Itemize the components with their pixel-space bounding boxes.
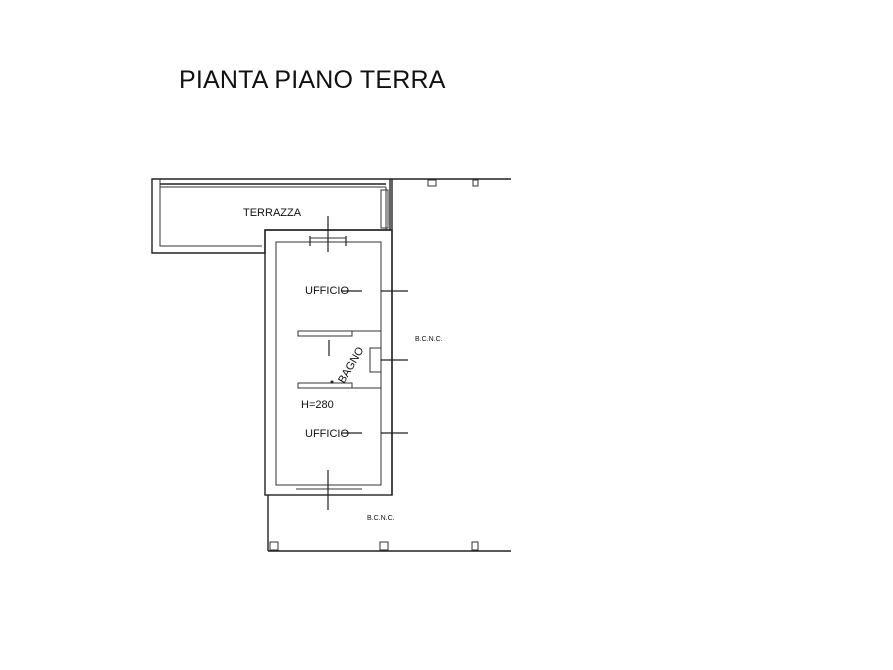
plan-title: PIANTA PIANO TERRA xyxy=(179,66,446,94)
bottom-door xyxy=(296,470,362,510)
office-bottom-label: UFFICIO xyxy=(305,428,349,440)
building-walls xyxy=(264,179,393,496)
bcnc-bottom-label: B.C.N.C. xyxy=(367,515,395,522)
boundary-posts-top xyxy=(427,179,479,187)
bathroom-label: BAGNO xyxy=(336,345,366,386)
courtyard-boundary xyxy=(267,495,511,552)
terrace-label: TERRAZZA xyxy=(243,207,302,219)
office-top-label: UFFICIO xyxy=(305,285,349,297)
bcnc-right-label: B.C.N.C. xyxy=(415,336,443,343)
height-label: H=280 xyxy=(301,399,334,411)
partition-walls xyxy=(297,330,408,389)
window-marks xyxy=(342,290,408,434)
